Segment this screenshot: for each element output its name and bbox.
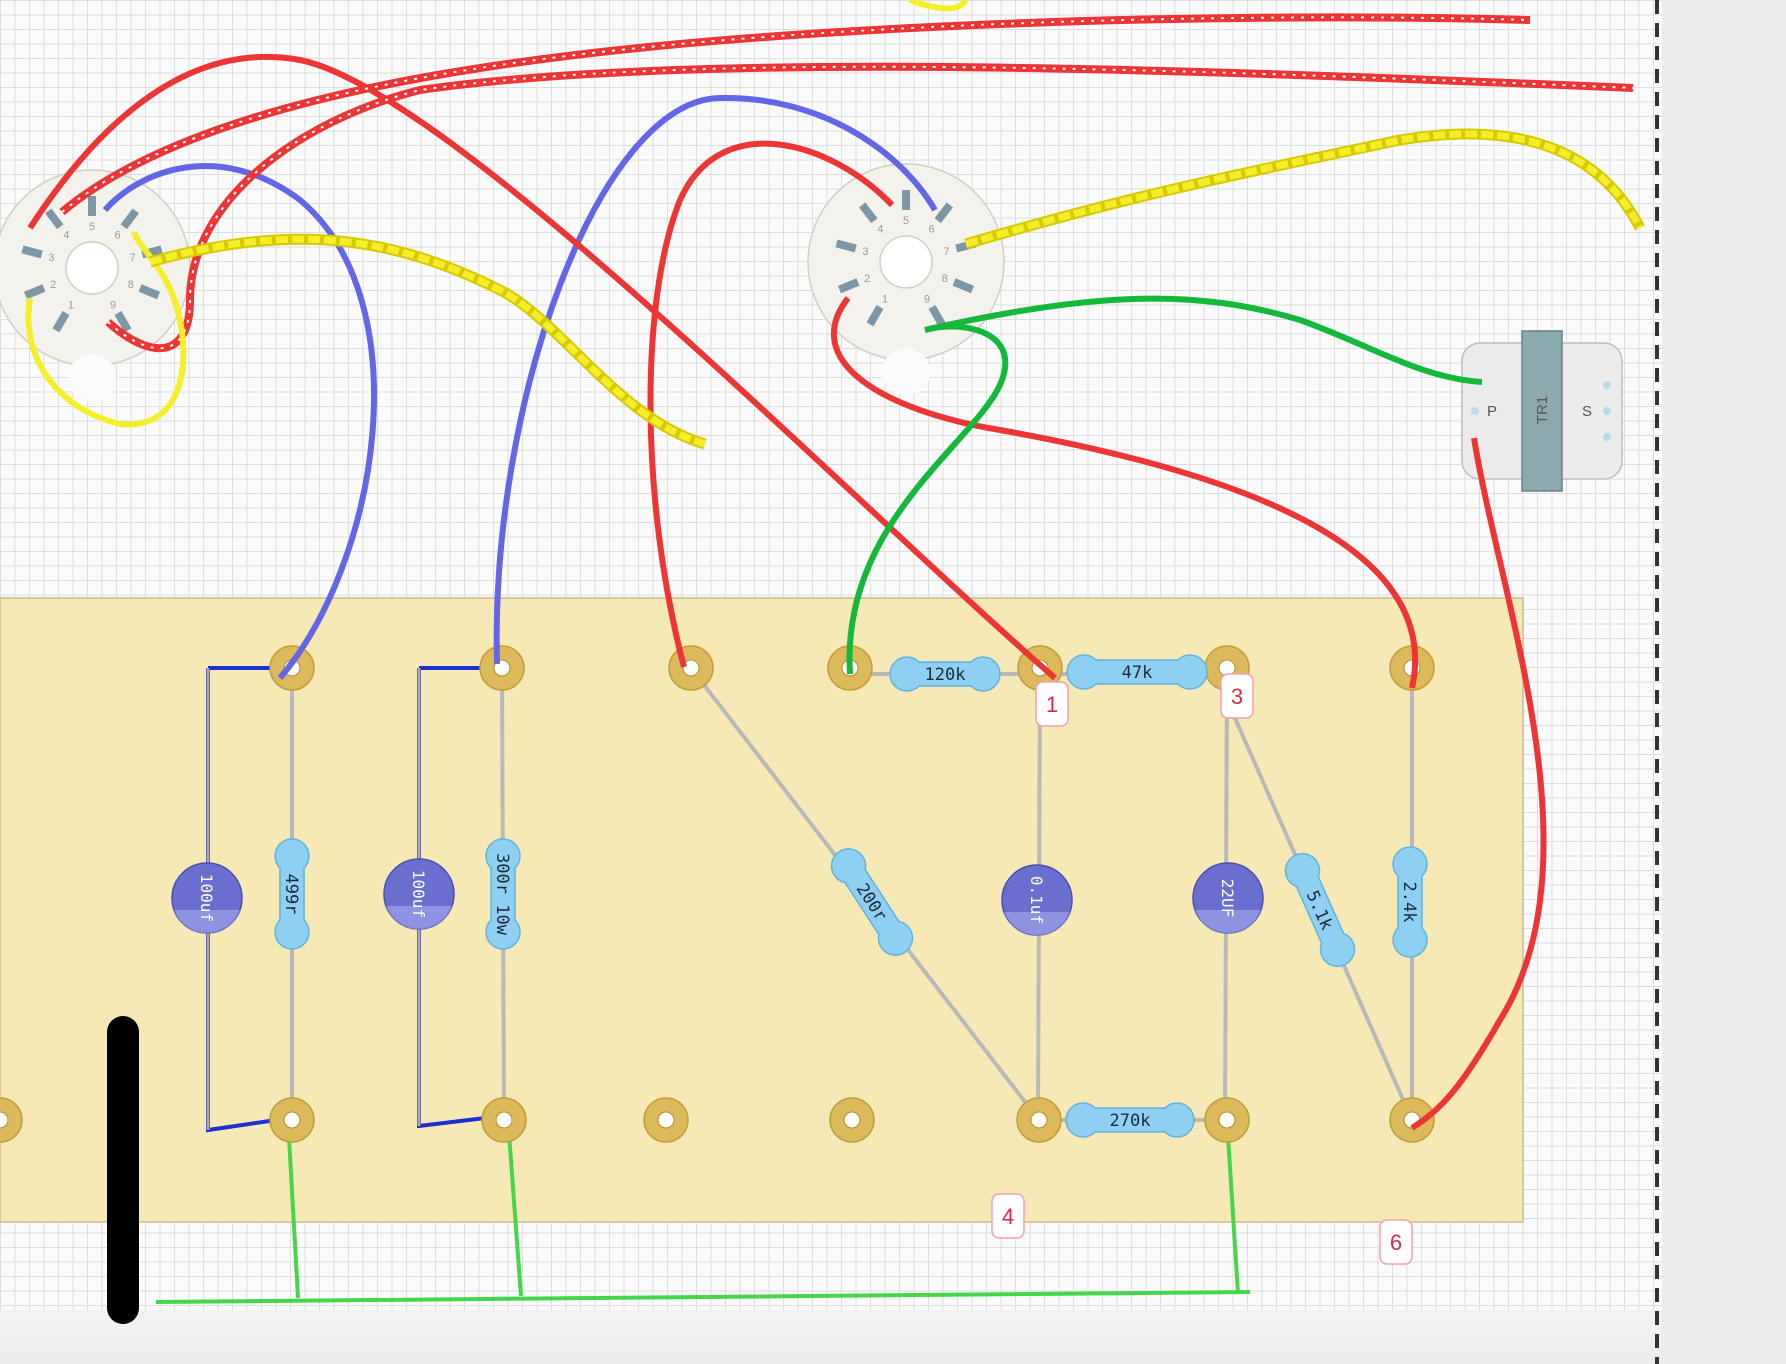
node-tag-3[interactable]: 3 <box>1220 673 1254 719</box>
pin-label: 8 <box>942 273 948 285</box>
node-tag-label: 3 <box>1231 684 1243 709</box>
wire-red-twisted-2[interactable] <box>105 62 1634 353</box>
scroll-area-bottom <box>0 1310 1662 1364</box>
pin-label: 4 <box>877 224 883 236</box>
pin-label: 9 <box>924 293 930 305</box>
wire-red-4[interactable] <box>1410 437 1547 1131</box>
pin-label: 5 <box>89 221 95 233</box>
capacitor-c1[interactable]: 100uf <box>171 862 243 934</box>
pin-label: 2 <box>864 273 870 285</box>
resistor-2k4[interactable]: 2.4k <box>1392 846 1428 958</box>
transformer-tr1[interactable]: TR1 P S <box>1461 330 1623 492</box>
resistor-label: 120k <box>925 665 966 685</box>
pin-label: 3 <box>48 252 54 264</box>
wire-red-3[interactable] <box>830 296 1419 689</box>
eyelet[interactable] <box>829 1097 875 1143</box>
wire-blue-2[interactable] <box>493 94 938 665</box>
resistor-47k[interactable]: 47k <box>1066 654 1208 690</box>
eyelet[interactable] <box>668 645 714 691</box>
eyelet[interactable] <box>269 1097 315 1143</box>
pin-label: 1 <box>68 299 74 311</box>
ground-bus[interactable] <box>155 1119 1251 1304</box>
capacitor-label: 22UF <box>1218 879 1237 918</box>
wire-yellow-twist-1[interactable] <box>148 233 707 450</box>
pin-label: 5 <box>903 215 909 227</box>
pin-label: 3 <box>862 246 868 258</box>
resistor-300r[interactable]: 300r 10w <box>485 838 521 950</box>
eyelets <box>0 645 1435 1143</box>
resistor-499r[interactable]: 499r <box>274 838 310 950</box>
eyelet[interactable] <box>0 1097 23 1143</box>
pin-label: 2 <box>50 279 56 291</box>
side-panel <box>1662 0 1786 1364</box>
node-tag-label: 4 <box>1002 1204 1014 1229</box>
resistor-label: 270k <box>1110 1111 1151 1131</box>
capacitor-label: 100uf <box>409 870 428 918</box>
pin-label: 6 <box>115 230 121 242</box>
node-tag-label: 1 <box>1046 692 1058 717</box>
node-tag-1[interactable]: 1 <box>1035 681 1069 727</box>
pin-label: 1 <box>882 293 888 305</box>
pin-label: 7 <box>130 252 136 264</box>
eyelet[interactable] <box>269 645 315 691</box>
primary-label: P <box>1487 403 1497 420</box>
node-tag-label: 6 <box>1390 1230 1402 1255</box>
eyelet[interactable] <box>643 1097 689 1143</box>
resistor-120k[interactable]: 120k <box>889 656 1001 692</box>
capacitor-label: 100uf <box>197 874 216 922</box>
capacitor-c4[interactable]: 22UF <box>1192 862 1264 934</box>
wire-red-twisted-1[interactable] <box>59 13 1531 216</box>
capacitor-label: 0.1uf <box>1027 876 1046 924</box>
wire-yellow-twist-2[interactable] <box>964 128 1645 250</box>
pin-label: 4 <box>63 230 69 242</box>
resistor-label: 499r <box>281 874 301 915</box>
pin-label: 6 <box>929 224 935 236</box>
wire-green-2[interactable] <box>924 295 1483 385</box>
pin-label: 7 <box>944 246 950 258</box>
resistor-270k[interactable]: 270k <box>1065 1102 1195 1138</box>
wire-yellow-1[interactable] <box>25 230 187 428</box>
eyelet[interactable] <box>1016 1097 1062 1143</box>
wire-green-1[interactable] <box>846 323 1009 675</box>
pin-label: 8 <box>128 279 134 291</box>
resistor-label: 2.4k <box>1399 882 1419 923</box>
transformer-name: TR1 <box>1534 396 1551 424</box>
resistor-label: 300r 10w <box>492 853 512 936</box>
pin-label: 9 <box>110 299 116 311</box>
resistor-label: 47k <box>1122 663 1153 683</box>
eyelet[interactable] <box>1204 1097 1250 1143</box>
capacitor-c3[interactable]: 0.1uf <box>1001 864 1073 936</box>
secondary-label: S <box>1582 403 1592 420</box>
eyelet-board[interactable] <box>0 597 1524 1223</box>
eyelet[interactable] <box>479 645 525 691</box>
wire-yellow-top[interactable] <box>908 0 968 12</box>
node-tag-4[interactable]: 4 <box>991 1193 1025 1239</box>
wire-red-1[interactable] <box>27 53 1057 681</box>
tube-socket-v2[interactable]: 12 34 5 67 89 <box>807 163 1005 396</box>
wire-red-2[interactable] <box>647 140 895 668</box>
tube-socket-v1[interactable]: 12 34 5 67 89 <box>0 169 191 402</box>
resistor-200r[interactable]: 200r <box>825 842 919 961</box>
eyelet[interactable] <box>481 1097 527 1143</box>
node-tag-6[interactable]: 6 <box>1379 1219 1413 1265</box>
capacitor-c2[interactable]: 100uf <box>383 858 455 930</box>
